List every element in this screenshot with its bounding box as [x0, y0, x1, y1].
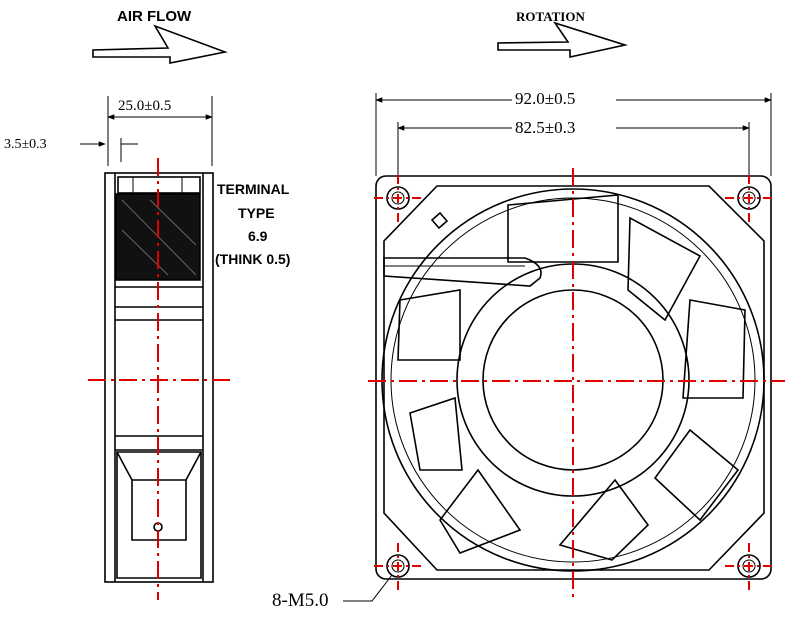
- side-view: 25.0±0.5 3.5±0.3: [4, 96, 230, 600]
- fan-blades: [397, 194, 746, 561]
- front-view: 92.0±0.5 82.5±0.3: [272, 89, 785, 611]
- terminal-note-line3: 6.9: [248, 228, 268, 244]
- offset-dimension: 3.5±0.3: [4, 137, 47, 152]
- rotation-arrow-icon: [497, 21, 629, 58]
- overall-width-dimension: 92.0±0.5: [515, 89, 575, 108]
- terminal-note-line4: (THINK 0.5): [215, 251, 290, 267]
- terminal-note-line2: TYPE: [238, 205, 275, 221]
- air-flow-arrow-icon: [92, 24, 228, 64]
- air-flow-label: AIR FLOW: [117, 8, 192, 25]
- mounting-hole-callout: 8-M5.0: [272, 590, 328, 611]
- hole-spacing-dimension: 82.5±0.3: [515, 118, 575, 137]
- terminal-note-line1: TERMINAL: [217, 181, 290, 197]
- depth-dimension: 25.0±0.5: [118, 98, 171, 114]
- rotation-label: ROTATION: [516, 9, 585, 24]
